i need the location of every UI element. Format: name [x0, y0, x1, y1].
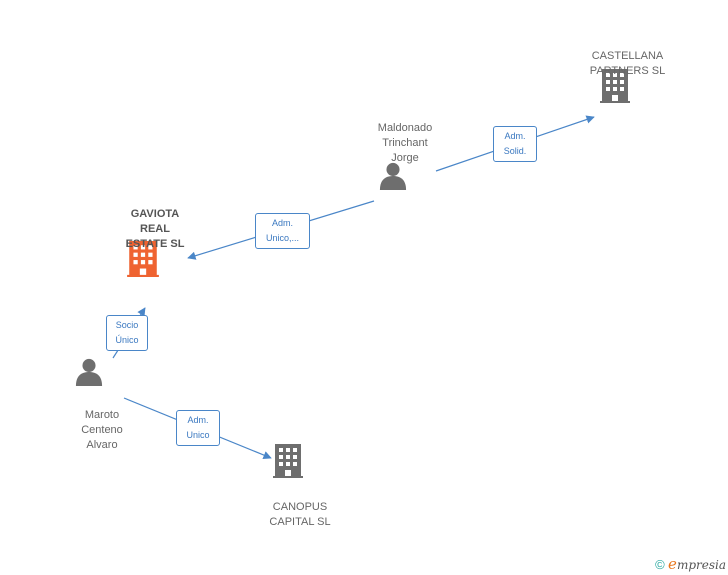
- label-line: CASTELLANA: [591, 50, 664, 62]
- node-label-maldonado[interactable]: Maldonado Trinchant Jorge: [355, 121, 455, 166]
- label-line: CAPITAL SL: [269, 516, 331, 528]
- node-label-maroto[interactable]: Maroto Centeno Alvaro: [52, 408, 152, 453]
- edge-label-line: Adm.: [271, 218, 293, 228]
- label-line: REAL: [140, 223, 170, 235]
- edge-label-line: Socio: [115, 320, 139, 330]
- empresia-logo: © empresia: [655, 555, 726, 573]
- edge-label-line: Unico: [186, 430, 210, 440]
- edge-label-socio-unico[interactable]: Socio Único: [106, 315, 148, 351]
- label-line: CANOPUS: [272, 501, 328, 513]
- logo-e-letter: e: [668, 555, 677, 573]
- node-label-castellana[interactable]: CASTELLANA PARTNERS SL: [570, 49, 685, 79]
- label-line: Jorge: [391, 152, 419, 164]
- edge-label-adm-unico-maldonado[interactable]: Adm. Unico,...: [255, 213, 310, 249]
- label-line: PARTNERS SL: [589, 65, 666, 77]
- copyright-symbol: ©: [655, 557, 665, 572]
- label-line: Trinchant: [382, 137, 428, 149]
- label-line: ESTATE SL: [125, 238, 185, 250]
- maldonado-person-icon[interactable]: [379, 162, 407, 190]
- edge-label-adm-solid[interactable]: Adm. Solid.: [493, 126, 537, 162]
- maroto-person-icon[interactable]: [75, 358, 103, 386]
- edge-label-adm-unico-maroto[interactable]: Adm. Unico: [176, 410, 220, 446]
- node-label-gaviota[interactable]: GAVIOTA REAL ESTATE SL: [105, 207, 205, 252]
- label-line: GAVIOTA: [130, 208, 180, 220]
- logo-text: mpresia: [676, 558, 726, 572]
- label-line: Alvaro: [86, 439, 118, 451]
- edge-label-line: Adm.: [187, 415, 209, 425]
- canopus-building-icon[interactable]: [273, 444, 303, 478]
- label-line: Maldonado: [377, 122, 433, 134]
- edge-label-line: Único: [115, 335, 139, 345]
- edge-label-line: Adm.: [504, 131, 526, 141]
- node-label-canopus[interactable]: CANOPUS CAPITAL SL: [250, 500, 350, 530]
- label-line: Centeno: [81, 424, 123, 436]
- label-line: Maroto: [84, 409, 120, 421]
- edge-label-line: Unico,...: [265, 233, 299, 243]
- edge-label-line: Solid.: [503, 146, 527, 156]
